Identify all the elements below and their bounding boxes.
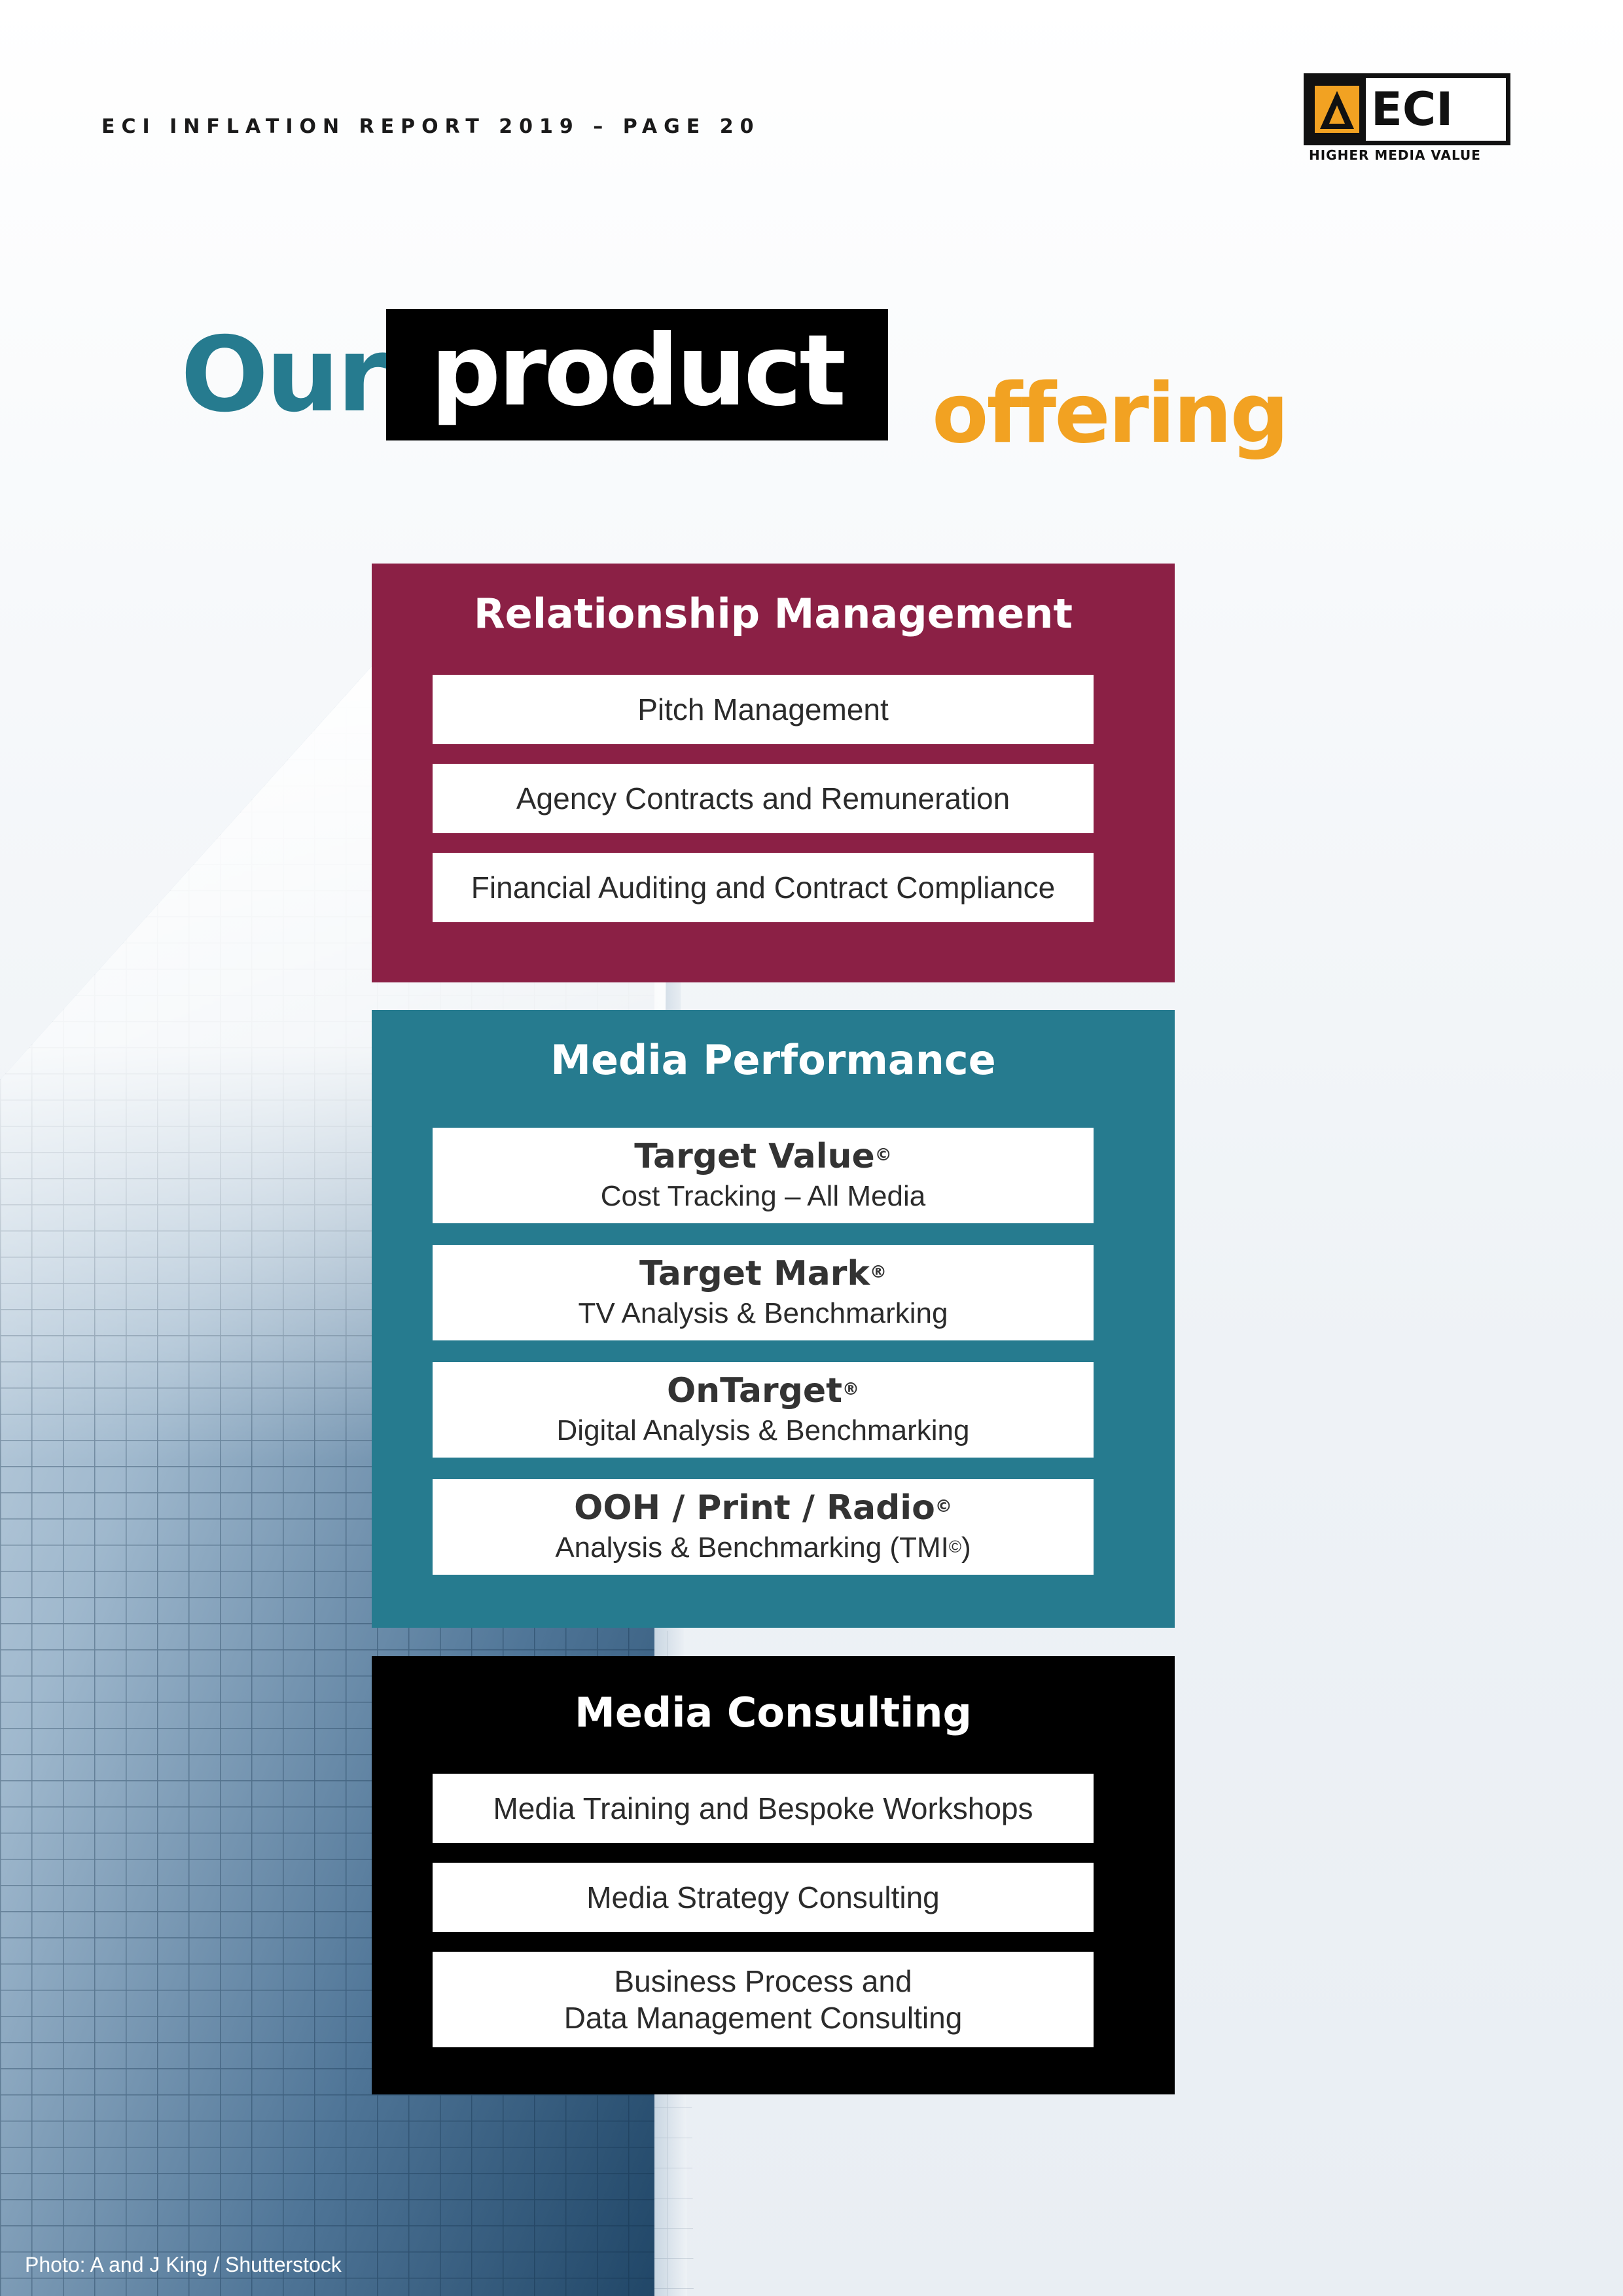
panel-title: Media Performance <box>550 1036 996 1084</box>
item-label: Agency Contracts and Remuneration <box>516 781 1010 816</box>
item-label: Media Training and Bespoke Workshops <box>493 1791 1033 1825</box>
offering-item-ooh-print-radio: OOH / Print / Radio© Analysis & Benchmar… <box>433 1479 1094 1575</box>
product-description: Analysis & Benchmarking (TMI©) <box>555 1532 971 1564</box>
registered-mark: ® <box>842 1380 860 1399</box>
offering-item-agency-contracts: Agency Contracts and Remuneration <box>433 764 1094 833</box>
title-word-our: Our <box>181 315 388 435</box>
eci-triangle-logo-icon <box>1308 78 1366 141</box>
offering-item-financial-auditing: Financial Auditing and Contract Complian… <box>433 853 1094 922</box>
offering-item-business-process: Business Process and Data Management Con… <box>433 1952 1094 2047</box>
copyright-mark: © <box>874 1145 892 1165</box>
title-word-product: product <box>386 309 888 440</box>
report-page-label: ECI INFLATION REPORT 2019 – PAGE 20 <box>101 115 760 138</box>
media-performance-panel: Media Performance Target Value© Cost Tra… <box>372 1010 1175 1628</box>
product-name: OOH / Print / Radio© <box>574 1488 952 1528</box>
media-consulting-panel: Media Consulting Media Training and Besp… <box>372 1656 1175 2094</box>
product-description: Cost Tracking – All Media <box>600 1180 926 1212</box>
offering-item-target-mark: Target Mark® TV Analysis & Benchmarking <box>433 1245 1094 1340</box>
product-name: Target Value© <box>634 1137 892 1176</box>
item-label: Pitch Management <box>637 692 889 726</box>
title-word-offering: offering <box>932 365 1289 461</box>
registered-mark: ® <box>870 1263 887 1282</box>
offering-item-media-training: Media Training and Bespoke Workshops <box>433 1774 1094 1843</box>
item-label-line-2: Data Management Consulting <box>563 2001 963 2035</box>
eci-logo: ECI HIGHER MEDIA VALUE <box>1302 72 1518 167</box>
offering-item-pitch-management: Pitch Management <box>433 675 1094 744</box>
logo-tagline: HIGHER MEDIA VALUE <box>1309 147 1481 163</box>
item-label-line-1: Business Process and <box>614 1964 912 1998</box>
offering-item-target-value: Target Value© Cost Tracking – All Media <box>433 1128 1094 1223</box>
offering-item-media-strategy: Media Strategy Consulting <box>433 1863 1094 1932</box>
item-label: Financial Auditing and Contract Complian… <box>471 870 1056 905</box>
panel-title: Relationship Management <box>473 590 1073 637</box>
logo-frame: ECI <box>1304 73 1510 145</box>
product-description: TV Analysis & Benchmarking <box>578 1297 948 1329</box>
offering-item-ontarget: OnTarget® Digital Analysis & Benchmarkin… <box>433 1362 1094 1458</box>
logo-wordmark: ECI <box>1371 82 1454 136</box>
product-description: Digital Analysis & Benchmarking <box>556 1414 970 1446</box>
relationship-management-panel: Relationship Management Pitch Management… <box>372 564 1175 982</box>
product-name: Target Mark® <box>639 1254 887 1293</box>
copyright-mark: © <box>935 1497 952 1516</box>
item-label: Media Strategy Consulting <box>586 1880 940 1914</box>
photo-credit: Photo: A and J King / Shutterstock <box>25 2253 342 2276</box>
product-name: OnTarget® <box>666 1371 860 1410</box>
panel-title: Media Consulting <box>575 1689 972 1736</box>
